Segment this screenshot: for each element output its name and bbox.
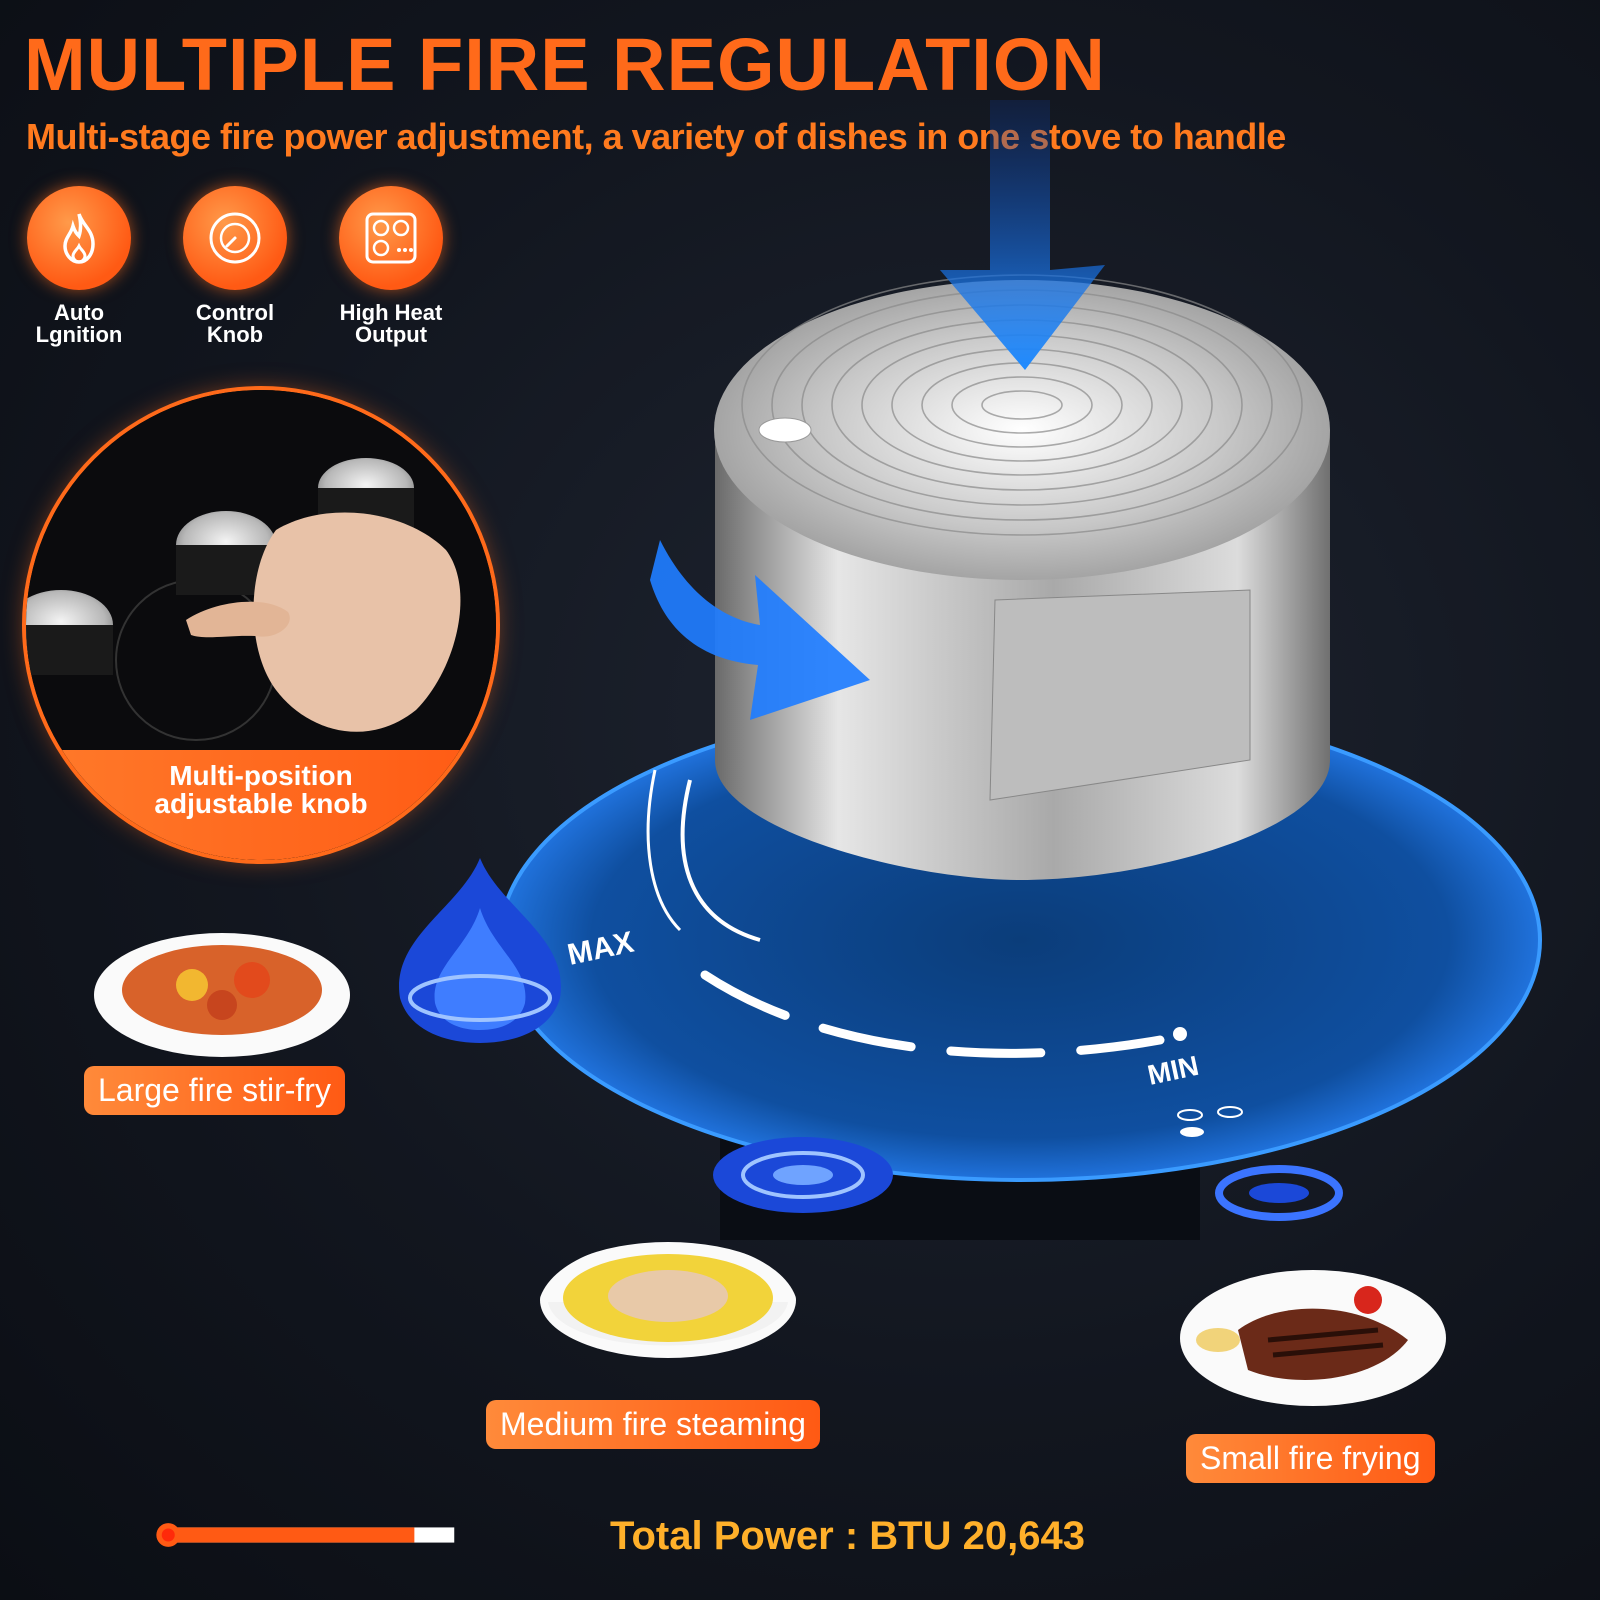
small-flame-icon	[1215, 1165, 1343, 1221]
medium-flame-icon	[713, 1137, 893, 1213]
knob-icon	[183, 186, 287, 290]
page-subtitle: Multi-stage fire power adjustment, a var…	[26, 116, 1286, 157]
power-fill	[169, 1527, 415, 1543]
total-power-text: Total Power : BTU 20,643	[610, 1514, 1085, 1558]
arrow-down-icon	[940, 100, 1105, 370]
knob-caption-line1: Multi-position	[169, 760, 353, 791]
fire-mode-small-label: Small fire frying	[1186, 1434, 1435, 1483]
knob-caption-line2: adjustable knob	[154, 788, 368, 819]
power-thermometer	[156, 1523, 455, 1547]
feature-label: Auto	[53, 300, 105, 325]
steamed-noodle-dish-image	[540, 1242, 796, 1358]
feature-label: High Heat	[339, 300, 443, 325]
knob-photo: Multi-position adjustable knob	[26, 390, 496, 860]
flame-icon	[27, 186, 131, 290]
arrow-rotate-icon	[650, 540, 870, 720]
fire-mode-medium-label: Medium fire steaming	[486, 1400, 820, 1449]
knob-dial-illustration: MAX MIN	[498, 100, 1542, 1240]
fried-steak-dish-image	[1180, 1270, 1446, 1406]
knob-caption: Multi-position adjustable knob	[26, 750, 496, 860]
burners-icon	[339, 186, 443, 290]
feature-label: Knob	[206, 322, 264, 347]
large-flame-icon	[399, 858, 561, 1043]
fire-mode-large-label: Large fire stir-fry	[84, 1066, 345, 1115]
stir-fry-dish-image	[94, 933, 350, 1057]
feature-label: Control	[195, 300, 275, 325]
feature-label: Output	[354, 322, 428, 347]
feature-label: Lgnition	[35, 322, 123, 347]
page-title: MULTIPLE FIRE REGULATION	[24, 23, 1106, 106]
